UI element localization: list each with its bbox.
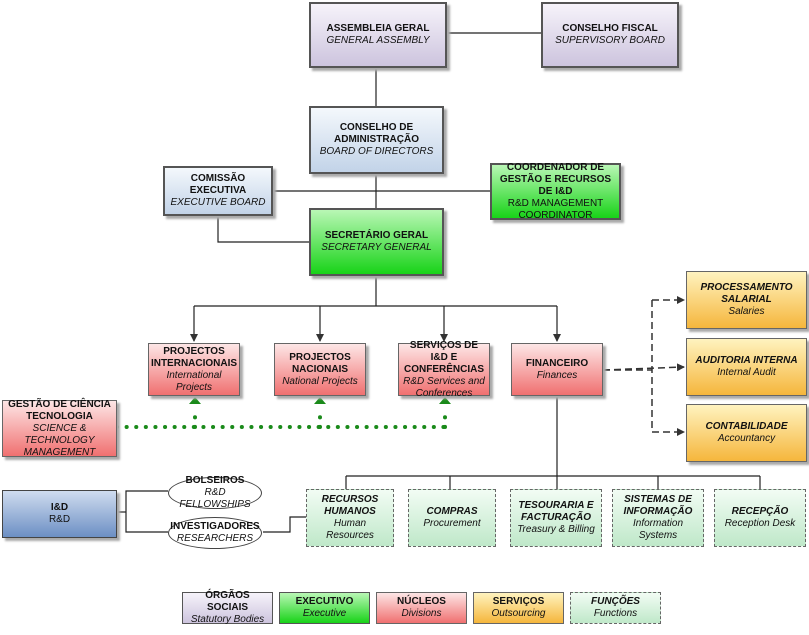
node-title: GESTÃO DE CIÊNCIA TECNOLOGIA [8, 398, 111, 422]
node-international-projects[interactable]: PROJECTOS INTERNACIONAIS International P… [148, 343, 240, 396]
node-science-technology-management[interactable]: GESTÃO DE CIÊNCIA TECNOLOGIA SCIENCE & T… [2, 398, 117, 458]
node-subtitle: Internal Audit [717, 367, 776, 378]
node-information-systems[interactable]: SISTEMAS DE INFORMAÇÃO Information Syste… [612, 489, 704, 547]
node-subtitle: Procurement [423, 518, 481, 529]
node-subtitle: BOARD OF DIRECTORS [319, 146, 434, 157]
node-title: BOLSEIROS [185, 475, 245, 486]
legend-outsourcing: SERVIÇOS Outsourcing [473, 592, 564, 624]
node-title: ASSEMBLEIA GERAL [326, 23, 430, 34]
node-finances[interactable]: FINANCEIRO Finances [511, 343, 603, 396]
node-title: CONSELHO FISCAL [562, 23, 658, 34]
node-title: PROCESSAMENTO SALARIAL [700, 282, 793, 305]
node-subtitle: Treasury & Billing [517, 524, 595, 535]
node-subtitle: Salaries [728, 306, 765, 317]
legend-functions: FUNÇÕES Functions [570, 592, 661, 624]
legend-title: FUNÇÕES [591, 596, 640, 607]
node-reception-desk[interactable]: RECEPÇÃO Reception Desk [714, 489, 806, 547]
node-title: PROJECTOS INTERNACIONAIS [150, 345, 238, 369]
node-researchers[interactable]: INVESTIGADORES RESEARCHERS [168, 517, 262, 549]
node-board-of-directors[interactable]: CONSELHO DE ADMINISTRAÇÃO BOARD OF DIREC… [309, 106, 444, 174]
node-rd-management-coordinator[interactable]: COORDENADOR DE GESTÃO E RECURSOS DE I&D … [490, 161, 621, 221]
legend-subtitle: Executive [302, 608, 347, 619]
node-title: CONTABILIDADE [705, 421, 788, 432]
node-salaries[interactable]: PROCESSAMENTO SALARIAL Salaries [686, 271, 807, 329]
node-title: PROJECTOS NACIONAIS [289, 351, 351, 375]
node-accountancy[interactable]: CONTABILIDADE Accountancy [686, 404, 807, 462]
node-rd-services-conferences[interactable]: SERVIÇOS DE I&D E CONFERÊNCIAS R&D Servi… [398, 339, 490, 399]
node-fellowships[interactable]: BOLSEIROS R&D FELLOWSHIPS [168, 475, 262, 510]
node-general-assembly[interactable]: ASSEMBLEIA GERAL GENERAL ASSEMBLY [309, 2, 447, 68]
node-subtitle: GENERAL ASSEMBLY [326, 35, 430, 46]
line-exec-secretary [217, 216, 309, 243]
node-human-resources[interactable]: RECURSOS HUMANOS Human Resources [306, 489, 394, 547]
node-title: TESOURARIA E FACTURAÇÃO [518, 500, 594, 523]
node-subtitle: Finances [536, 369, 578, 381]
node-subtitle: SUPERVISORY BOARD [555, 35, 665, 46]
node-subtitle: SCIENCE & TECHNOLOGY MANAGEMENT [23, 422, 96, 458]
node-subtitle: SECRETARY GENERAL [321, 242, 432, 253]
node-title: RECURSOS HUMANOS [321, 494, 379, 517]
node-subtitle: R&D FELLOWSHIPS [179, 487, 251, 510]
node-title: SERVIÇOS DE I&D E CONFERÊNCIAS [403, 339, 484, 375]
node-subtitle: R&D [48, 514, 71, 525]
node-subtitle: Human Resources [326, 518, 374, 541]
legend-divisions: NÚCLEOS Divisions [376, 592, 467, 624]
legend-title: NÚCLEOS [397, 596, 446, 607]
node-title: FINANCEIRO [525, 357, 589, 369]
node-title: CONSELHO DE ADMINISTRAÇÃO [334, 122, 419, 145]
node-internal-audit[interactable]: AUDITORIA INTERNA Internal Audit [686, 338, 807, 396]
node-subtitle: Accountancy [717, 433, 776, 444]
node-title: AUDITORIA INTERNA [695, 355, 798, 366]
node-subtitle: International Projects [166, 369, 222, 393]
node-rd[interactable]: I&D R&D [2, 490, 117, 538]
node-national-projects[interactable]: PROJECTOS NACIONAIS National Projects [274, 343, 366, 396]
node-executive-board[interactable]: COMISSÃO EXECUTIVA EXECUTIVE BOARD [163, 166, 273, 216]
legend-subtitle: Outsourcing [491, 608, 546, 619]
legend-title: SERVIÇOS [492, 596, 545, 607]
node-title: COORDENADOR DE GESTÃO E RECURSOS DE I&D [499, 161, 612, 197]
legend-statutory-bodies: ÓRGÃOS SOCIAIS Statutory Bodies [182, 590, 273, 625]
node-subtitle: R&D Services and Conferences [403, 375, 485, 399]
node-subtitle: R&D MANAGEMENT COORDINATOR [507, 197, 604, 221]
legend-subtitle: Statutory Bodies [190, 614, 265, 625]
node-subtitle: EXECUTIVE BOARD [170, 197, 266, 208]
legend-executive: EXECUTIVO Executive [279, 592, 370, 624]
node-subtitle: RESEARCHERS [176, 533, 254, 544]
node-procurement[interactable]: COMPRAS Procurement [408, 489, 496, 547]
node-subtitle: Reception Desk [724, 518, 796, 529]
node-treasury-billing[interactable]: TESOURARIA E FACTURAÇÃO Treasury & Billi… [510, 489, 602, 547]
node-title: COMPRAS [426, 506, 478, 517]
node-supervisory-board[interactable]: CONSELHO FISCAL SUPERVISORY BOARD [541, 2, 679, 68]
node-title: I&D [50, 502, 69, 513]
legend-title: EXECUTIVO [295, 596, 354, 607]
node-title: SECRETÁRIO GERAL [324, 230, 429, 241]
node-title: INVESTIGADORES [170, 521, 260, 532]
node-title: RECEPÇÃO [731, 506, 789, 517]
legend-subtitle: Divisions [401, 608, 442, 619]
node-secretary-general[interactable]: SECRETÁRIO GERAL SECRETARY GENERAL [309, 208, 444, 276]
node-subtitle: Information Systems [632, 518, 684, 541]
node-title: SISTEMAS DE INFORMAÇÃO [623, 494, 693, 517]
node-subtitle: National Projects [282, 375, 358, 387]
legend-title: ÓRGÃOS SOCIAIS [205, 590, 250, 613]
node-title: COMISSÃO EXECUTIVA [189, 173, 247, 196]
legend-subtitle: Functions [593, 608, 638, 619]
